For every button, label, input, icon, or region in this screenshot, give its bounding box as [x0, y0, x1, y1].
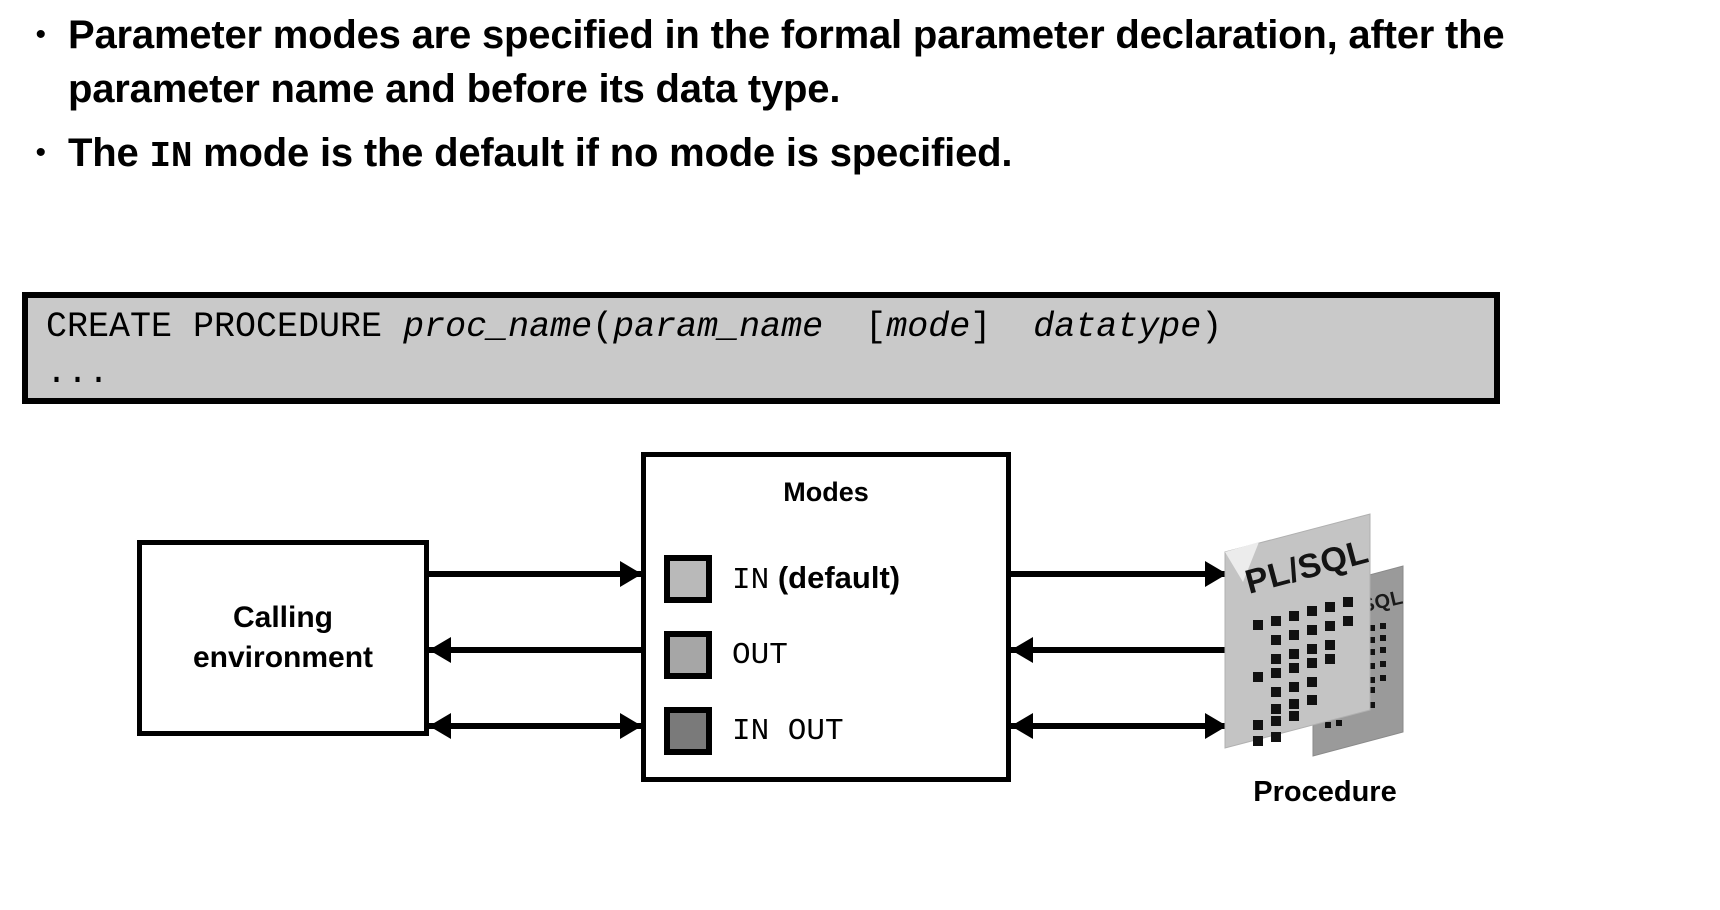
plsql-sheets-svg: PL/SQL [1224, 513, 1405, 757]
plsql-procedure-icon: PL/SQL [1195, 442, 1455, 772]
mode-row-in: IN (default) [664, 555, 900, 603]
calling-environment-box: Calling environment [137, 540, 429, 736]
arrow-calling-inout-line [429, 723, 641, 729]
code-line-1: CREATE PROCEDURE proc_name(param_name [m… [46, 304, 1494, 350]
arrow-calling-to-in-head [620, 561, 642, 587]
mode-swatch-in [664, 555, 712, 603]
arrow-out-to-calling-head [429, 637, 451, 663]
mode-label-in-out-mono: IN OUT [732, 713, 844, 749]
mode-label-in-suffix: (default) [769, 560, 901, 595]
modes-title: Modes [783, 477, 869, 507]
mode-label-out-mono: OUT [732, 637, 788, 673]
bullet-marker-icon: • [35, 136, 46, 169]
code-space-2 [991, 307, 1033, 347]
bullet-item-1: • Parameter modes are specified in the f… [0, 8, 1700, 116]
mode-label-in: IN (default) [732, 560, 900, 598]
code-line-2: ... [46, 353, 110, 393]
mode-label-in-out: IN OUT [732, 714, 844, 749]
code-mode: mode [886, 307, 971, 347]
mode-label-out: OUT [732, 638, 788, 673]
bullet-text-2-keyword: IN [149, 136, 193, 177]
arrow-calling-to-in-line [429, 571, 641, 577]
modes-diagram: Calling environment Modes IN (default) O… [0, 424, 1720, 910]
bullet-list: • Parameter modes are specified in the f… [0, 8, 1700, 188]
mode-row-out: OUT [664, 631, 788, 679]
arrow-procedure-to-out-line [1011, 647, 1226, 653]
calling-environment-label-line1: Calling [232, 601, 333, 634]
arrow-calling-inout-head-right [620, 713, 642, 739]
bullet-text-2-post: mode is the default if no mode is specif… [192, 131, 1013, 175]
code-paren-close: ) [1201, 307, 1223, 347]
arrow-procedure-inout-line [1011, 723, 1226, 729]
code-param-name: param_name [613, 307, 824, 347]
plsql-sheet-front: PL/SQL [1224, 513, 1373, 749]
arrow-procedure-inout-head-left [1011, 713, 1033, 739]
arrow-in-to-procedure-line [1011, 571, 1226, 577]
code-proc-name: proc_name [403, 307, 593, 347]
bullet-marker-icon: • [35, 18, 46, 51]
calling-environment-label-line2: environment [192, 641, 374, 674]
bullet-text-2-pre: The [68, 131, 150, 175]
code-bracket-close: ] [970, 307, 992, 347]
code-bracket-open: [ [865, 307, 887, 347]
arrow-calling-inout-head-left [429, 713, 451, 739]
code-create-procedure-keyword: CREATE PROCEDURE [46, 307, 404, 347]
bullet-text-1: Parameter modes are specified in the for… [68, 8, 1598, 116]
mode-label-in-mono: IN [732, 563, 770, 598]
bullet-text-1-body: Parameter modes are specified in the for… [68, 13, 1505, 111]
mode-swatch-out [664, 631, 712, 679]
mode-swatch-in-out [664, 707, 712, 755]
bullet-text-2: The IN mode is the default if no mode is… [68, 126, 1012, 184]
mode-row-in-out: IN OUT [664, 707, 844, 755]
arrow-procedure-to-out-head [1011, 637, 1033, 663]
modes-box: Modes IN (default) OUT IN OUT [641, 452, 1011, 782]
code-space-1 [823, 307, 865, 347]
arrow-out-to-calling-line [429, 647, 641, 653]
bullet-item-2: • The IN mode is the default if no mode … [0, 126, 1700, 184]
procedure-label: Procedure [1253, 776, 1397, 808]
code-paren-open: ( [592, 307, 614, 347]
arrow-procedure-inout-head-right [1205, 713, 1227, 739]
arrow-in-to-procedure-head [1205, 561, 1227, 587]
code-block: CREATE PROCEDURE proc_name(param_name [m… [22, 292, 1500, 404]
code-datatype: datatype [1033, 307, 1202, 347]
